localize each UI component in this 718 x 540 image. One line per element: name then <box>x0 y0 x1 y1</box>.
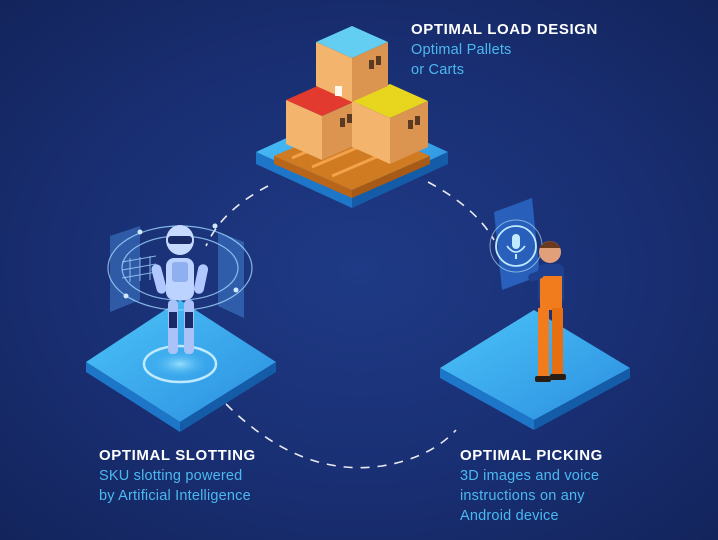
worker-figure <box>528 241 566 382</box>
picking-platform-left <box>440 368 534 430</box>
hologram-keyboard <box>121 255 157 282</box>
ai-robot-icon <box>86 223 276 432</box>
load-design-line-2: or Carts <box>411 62 465 78</box>
arc-load-to-picking <box>427 181 495 241</box>
slotting-line-1: SKU slotting powered <box>99 468 243 484</box>
load-design-caption: OPTIMAL LOAD DESIGN Optimal Pallets or C… <box>411 20 598 80</box>
cycle-dashed-path <box>205 181 495 469</box>
picking-line-1: 3D images and voice <box>460 468 600 484</box>
microphone-icon <box>506 234 526 259</box>
picking-line-2: instructions on any <box>460 488 585 504</box>
slotting-caption: OPTIMAL SLOTTING SKU slotting powered by… <box>99 446 256 506</box>
slotting-title: OPTIMAL SLOTTING <box>99 447 256 464</box>
slotting-platform-right <box>180 362 276 432</box>
picking-platform-top <box>440 310 630 420</box>
picking-platform-right <box>534 368 630 430</box>
arc-slotting-to-picking <box>225 403 457 469</box>
robot-base-ring <box>142 344 218 384</box>
box-blue-lid <box>316 26 388 102</box>
pallet-right <box>352 156 430 198</box>
box-yellow-lid <box>352 84 428 164</box>
network-nodes <box>123 223 239 299</box>
voice-picking-worker-icon <box>440 198 630 430</box>
pallet-left <box>274 156 352 198</box>
arc-load-to-slotting <box>205 185 269 247</box>
slotting-line-2: by Artificial Intelligence <box>99 488 251 504</box>
slotting-platform-left <box>86 362 180 432</box>
picking-title: OPTIMAL PICKING <box>460 447 603 464</box>
pallet-boxes-icon <box>256 26 448 208</box>
robot-figure <box>151 225 209 354</box>
picking-caption: OPTIMAL PICKING 3D images and voice inst… <box>460 446 603 526</box>
load-design-title: OPTIMAL LOAD DESIGN <box>411 21 598 38</box>
load-design-line-1: Optimal Pallets <box>411 42 512 58</box>
picking-line-3: Android device <box>460 508 559 524</box>
voice-tablet-hologram <box>489 198 543 290</box>
